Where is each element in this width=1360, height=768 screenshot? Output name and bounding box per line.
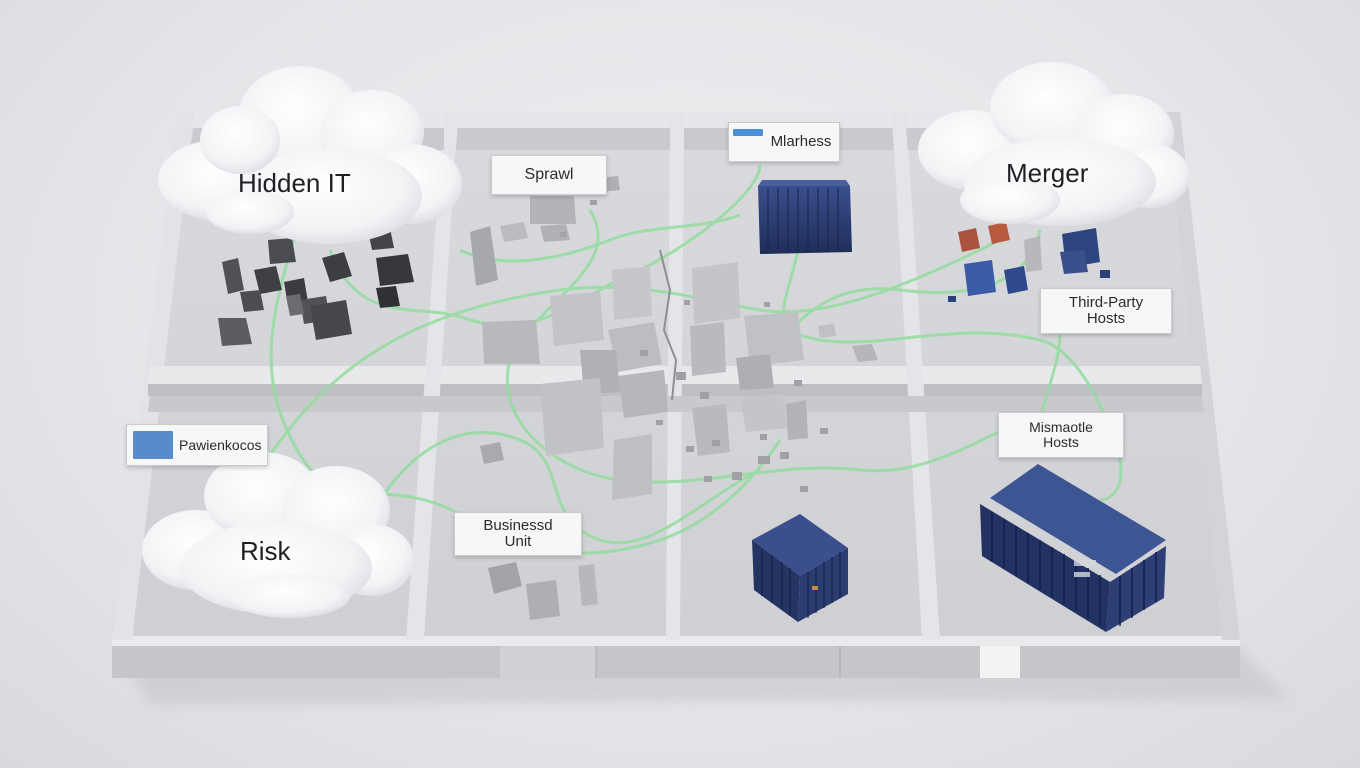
lower-back-faces (148, 396, 1204, 412)
sign-mismatch-line1: Mismaotle (1029, 419, 1093, 436)
concrete-rubble (470, 176, 878, 620)
sign-madness-text: Mlarhess (770, 133, 832, 151)
right-wall (1166, 112, 1240, 640)
room-back-faces-2 (456, 128, 670, 150)
sign-third-party-line1: Third-Party (1068, 294, 1144, 312)
sign-mismatch-line2: Hosts (1043, 434, 1079, 450)
sign-sprawl: Sprawl (491, 155, 607, 195)
sign-business-unit-line1: Businessd (483, 517, 553, 535)
sign-logo-icon (733, 129, 763, 136)
cloud-hidden-it (158, 66, 462, 244)
front-wall-top (112, 636, 1240, 646)
sign-doc-icon (133, 431, 173, 459)
sign-third-party: Third-Party Hosts (1040, 288, 1172, 334)
sign-sprawl-text: Sprawl (524, 165, 574, 183)
cloud-merger (918, 62, 1190, 226)
sign-mismatch: Mismaotle Hosts (998, 412, 1124, 458)
sign-business-unit-line2: Unit (504, 533, 532, 550)
front-wall (112, 640, 1240, 678)
container-top (758, 180, 852, 254)
sign-paperwork-text: Pawienkocos (179, 436, 262, 453)
cloud-label-merger: Merger (1006, 158, 1089, 188)
container-small (752, 514, 848, 622)
cloud-label-risk: Risk (240, 536, 291, 566)
sign-paperwork: Pawienkocos (126, 424, 268, 466)
sign-madness: Mlarhess (728, 122, 840, 162)
cloud-label-hidden-it: Hidden IT (238, 168, 351, 198)
divider-1 (406, 112, 458, 640)
sign-business-unit: Businessd Unit (454, 512, 582, 556)
door-1 (500, 646, 596, 678)
sign-third-party-line2: Hosts (1086, 310, 1126, 327)
cloud-risk (142, 452, 414, 618)
door-2 (980, 646, 1020, 678)
divider-3 (892, 112, 940, 640)
container-large (980, 464, 1166, 632)
